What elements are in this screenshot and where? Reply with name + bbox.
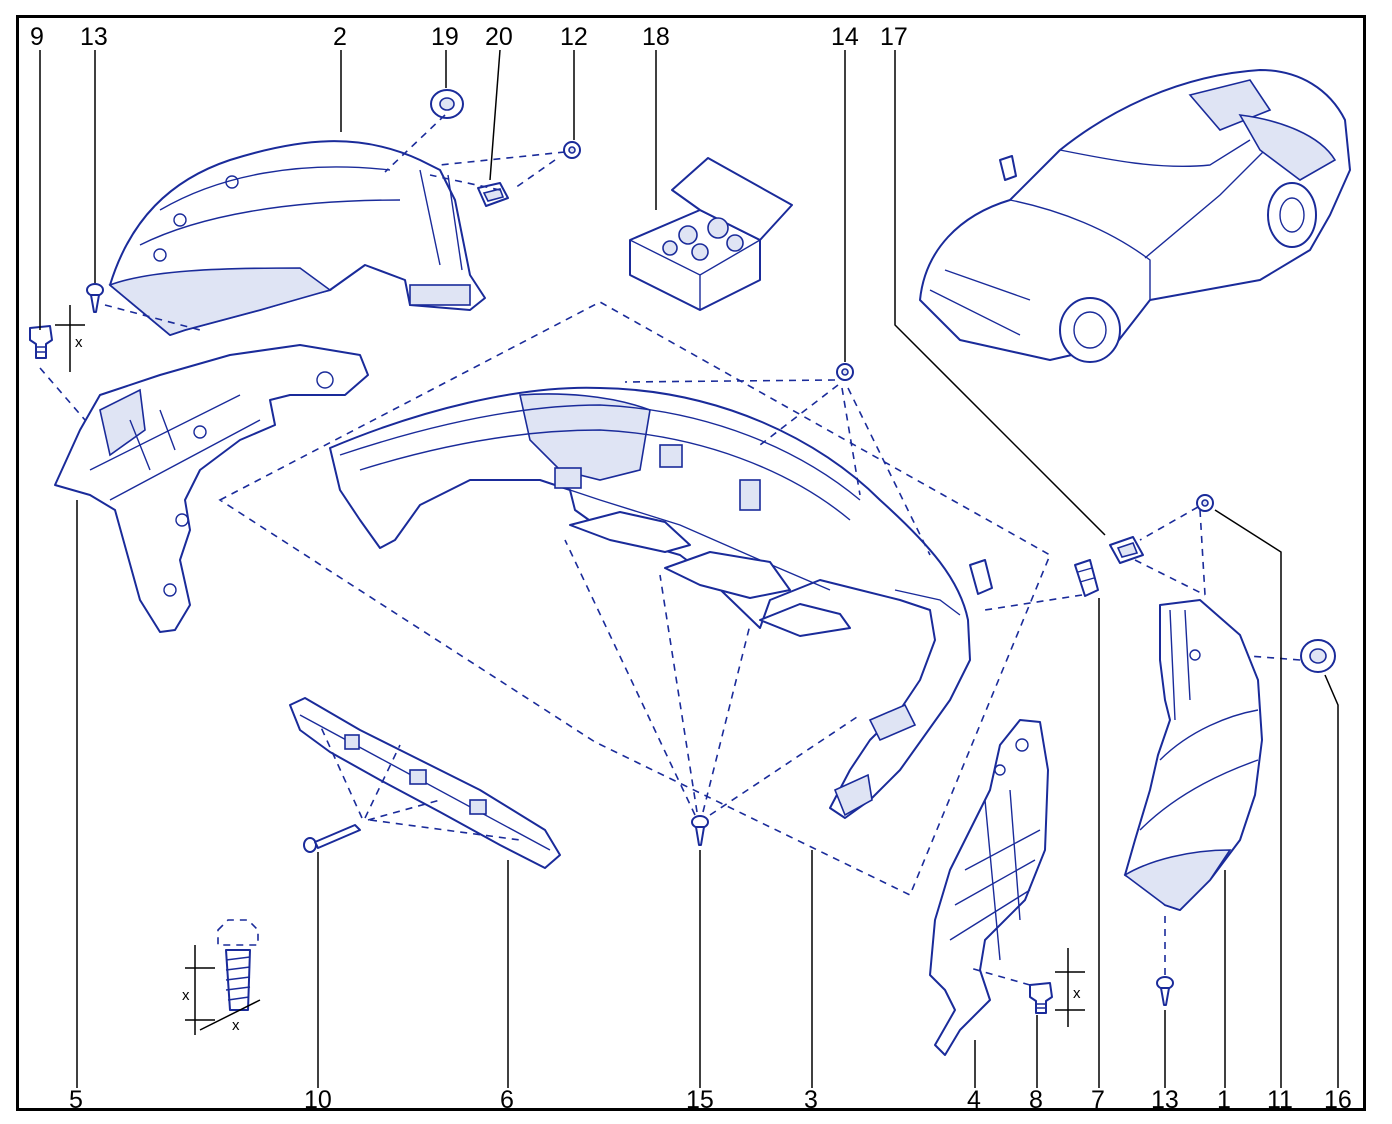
top-callouts: 9 13 2 19 20 12 18 14 17	[30, 23, 908, 51]
fixing-path	[624, 379, 931, 556]
assembly-outline	[218, 301, 1052, 897]
bumper-lower-tab	[759, 603, 851, 637]
callout-12: 12	[560, 23, 588, 51]
dim-label-clip-right: x	[1073, 985, 1081, 1002]
callout-20: 20	[485, 23, 513, 51]
part-10-rivet	[303, 824, 361, 853]
part-13-screw-bottom	[1156, 976, 1174, 1006]
bumper-lower-tab	[569, 511, 691, 553]
part-20-clip	[477, 182, 509, 207]
callout-7: 7	[1091, 1086, 1105, 1114]
callout-1: 1	[1217, 1086, 1231, 1114]
dim-line-clip-left	[55, 305, 85, 372]
part-7-clip-fitted	[969, 559, 993, 595]
part-14-rivet	[836, 363, 854, 381]
fixing-path	[39, 304, 201, 421]
part-17-vehicle-reference	[919, 69, 1351, 363]
callout-19: 19	[431, 23, 459, 51]
bolt-dimension-detail	[185, 919, 261, 1035]
callout-16: 16	[1324, 1086, 1352, 1114]
callout-14: 14	[831, 23, 859, 51]
callout-15: 15	[686, 1086, 714, 1114]
callout-13-bottom: 13	[1151, 1086, 1179, 1114]
part-8-clip	[1029, 982, 1053, 1014]
part-9-clip	[29, 325, 53, 359]
callout-18: 18	[642, 23, 670, 51]
fixing-path	[1134, 506, 1206, 596]
part-3-rear-bumper	[329, 386, 971, 819]
callout-10: 10	[304, 1086, 332, 1114]
dim-label-clip-left: x	[75, 334, 83, 351]
part-12-rivet	[563, 141, 581, 159]
callout-8: 8	[1029, 1086, 1043, 1114]
fixing-path	[564, 539, 861, 816]
diagram-frame	[16, 15, 1366, 1111]
part-5-bumper-bracket-left	[54, 344, 369, 633]
part-2-wheel-arch-liner-left	[108, 140, 486, 336]
part-19-grommet-top	[430, 89, 464, 119]
callout-5: 5	[69, 1086, 83, 1114]
fixing-path	[319, 724, 521, 841]
callout-17: 17	[880, 23, 908, 51]
part-13-screw-top	[86, 283, 104, 313]
callout-3: 3	[804, 1086, 818, 1114]
callout-9: 9	[30, 23, 44, 51]
bottom-callouts: 5 10 6 15 3 4 8 7 13 1 11 16	[69, 1086, 1352, 1114]
fixing-path	[969, 967, 1031, 986]
leader-lines	[39, 49, 1339, 1088]
callout-11: 11	[1267, 1086, 1293, 1114]
part-11-rivet	[1196, 494, 1214, 512]
callout-2: 2	[333, 23, 347, 51]
part-6-lower-support	[289, 697, 561, 869]
part-15-screw	[691, 815, 709, 846]
fixing-path	[1209, 652, 1301, 661]
dim-label-bolt-height: x	[182, 987, 190, 1004]
part-7-clip	[1074, 559, 1099, 597]
fixing-path	[984, 594, 1083, 611]
part-16-grommet	[1300, 639, 1336, 673]
part-18-fixings-kit	[629, 157, 793, 311]
callout-4: 4	[967, 1086, 981, 1114]
part-4-bumper-bracket-right	[929, 719, 1049, 1056]
dim-line-clip-right	[1055, 948, 1085, 1027]
bumper-lower-tab	[664, 551, 791, 599]
dim-label-bolt-width: x	[232, 1017, 240, 1034]
callout-6: 6	[500, 1086, 514, 1114]
part-1-wheel-arch-liner-right	[1123, 599, 1263, 911]
callout-13: 13	[80, 23, 108, 51]
part-17-clip	[1109, 536, 1144, 564]
